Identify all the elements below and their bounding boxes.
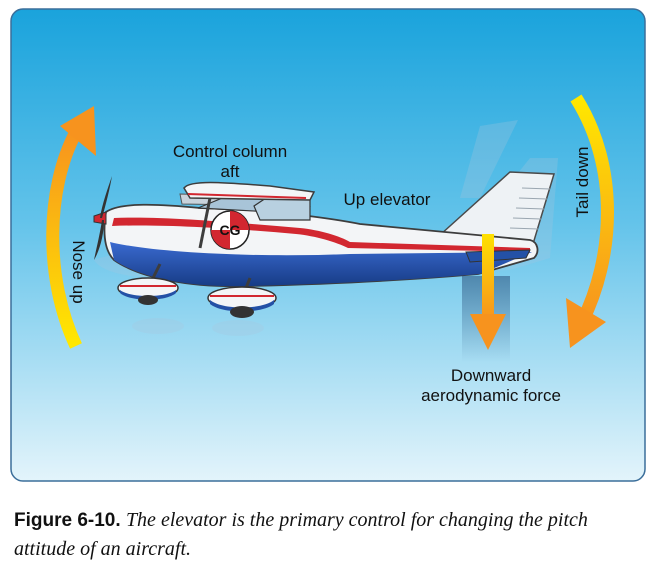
label-nose-up: Nose up <box>69 240 88 304</box>
nose-up-arrow <box>46 106 96 349</box>
tail-down-arrow <box>566 94 614 348</box>
figure-caption: Figure 6-10. The elevator is the primary… <box>14 506 650 564</box>
figure-panel: Control column aft Up elevator CG Downwa… <box>10 8 646 482</box>
wing-strut <box>198 197 212 249</box>
label-downward-force: Downward aerodynamic force <box>421 366 561 405</box>
caption-text: The elevator is the primary control for … <box>14 509 588 560</box>
main-wheel <box>207 286 277 318</box>
cg-symbol <box>210 210 250 250</box>
label-cg: CG <box>219 222 241 238</box>
downward-force-arrow <box>470 234 506 350</box>
label-control-column: Control column aft <box>172 142 288 181</box>
fuselage-blue <box>110 242 532 287</box>
label-up-elevator: Up elevator <box>343 190 431 209</box>
nose-wheel <box>117 277 179 305</box>
figure-number: Figure 6-10. <box>14 510 121 531</box>
diagram-canvas <box>10 8 646 482</box>
label-tail-down: Tail down <box>573 146 592 218</box>
